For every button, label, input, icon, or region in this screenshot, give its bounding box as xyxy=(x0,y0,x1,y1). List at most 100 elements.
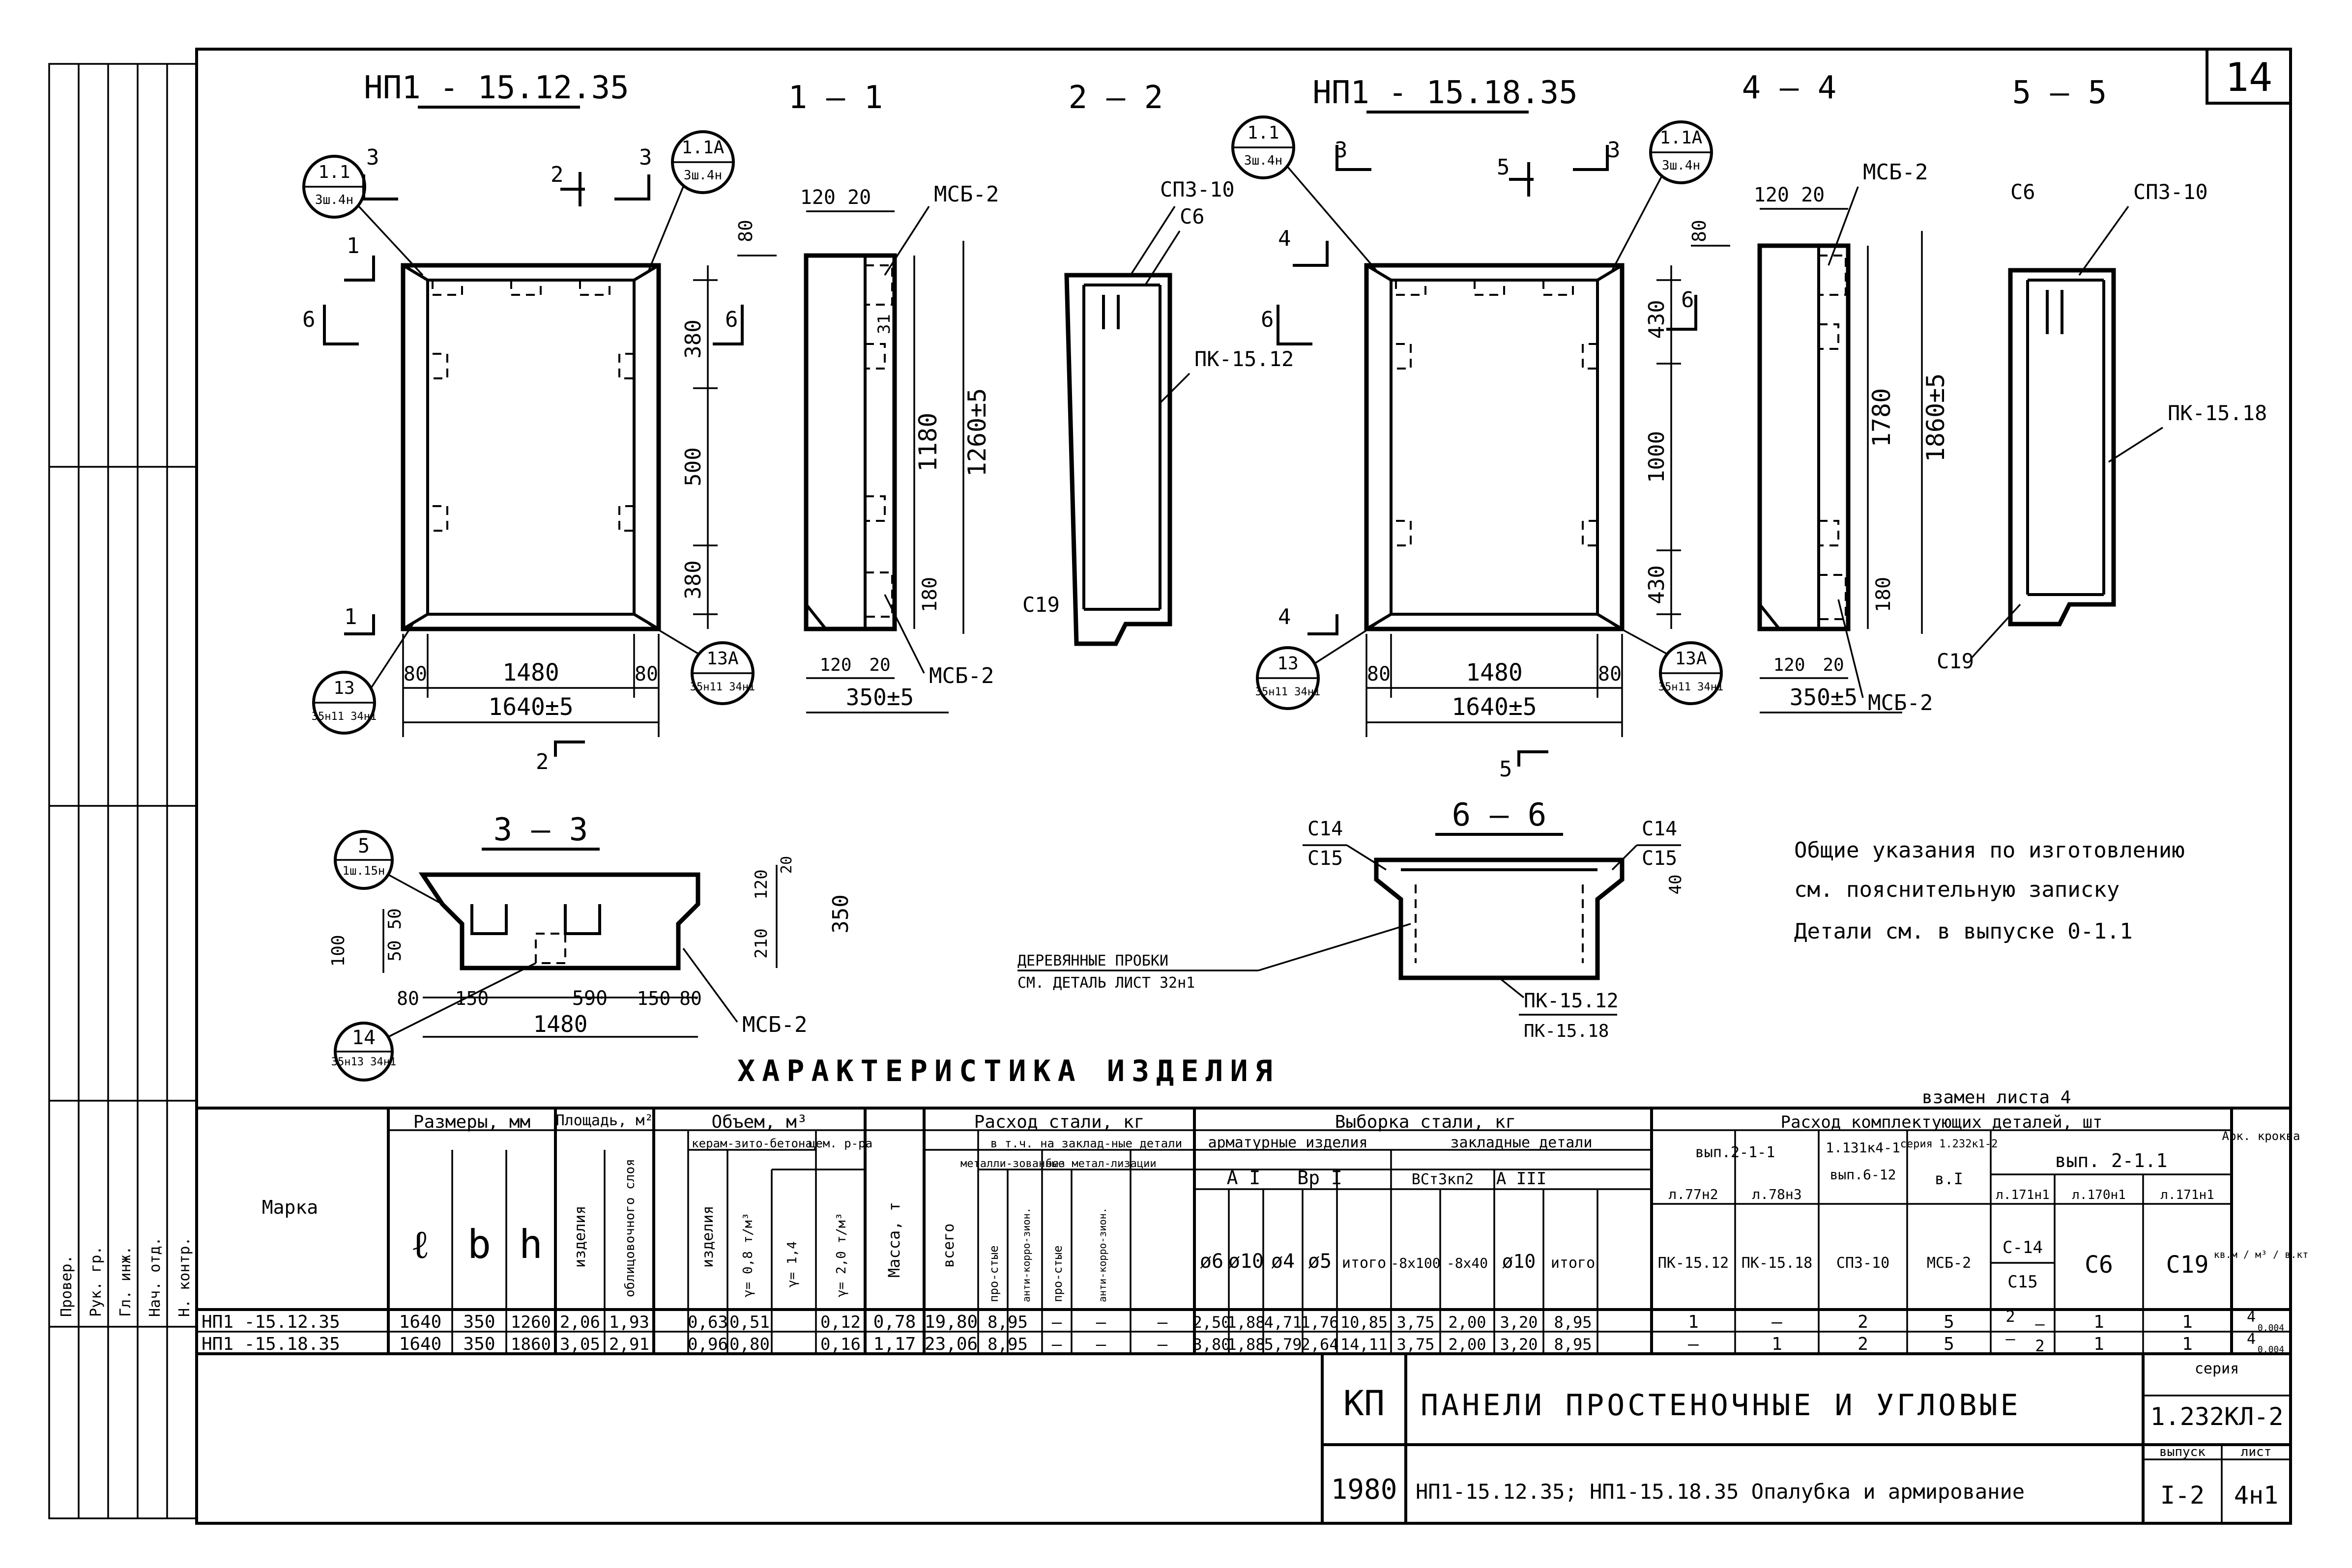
table-rows-1-c19: 1 xyxy=(2182,1334,2193,1354)
sheet-frame xyxy=(195,48,2292,1525)
table-rows-0-pl-obl: 1,93 xyxy=(609,1312,649,1332)
h-d6: ø6 xyxy=(1200,1250,1223,1273)
sec-4-4-dim-bottom-b: 20 xyxy=(1823,655,1844,675)
front-1-dim-mid: 1480 xyxy=(502,659,559,686)
section-marks-six: 6 xyxy=(302,307,316,332)
table-rows-0-pk1518: — xyxy=(1771,1312,1782,1332)
sec-5-5-label-b: СП3-10 xyxy=(2133,180,2208,204)
tb-list: 4н1 xyxy=(2234,1481,2278,1510)
h-anti2: анти-корро-зион. xyxy=(1097,1207,1108,1302)
h-cem: цем. р-ра xyxy=(809,1137,872,1150)
front-view-2: НП1 - 15.18.35 430 1000 430 80 1480 80 1… xyxy=(1231,75,1723,782)
sec-3-3-vdim-b: 210 xyxy=(752,928,771,958)
sec-4-4-top-dims: 120 20 xyxy=(1754,184,1825,206)
sec-4-4-outline xyxy=(1757,243,1851,631)
sec-1-1-dim-80: 80 xyxy=(735,220,756,242)
h-d10: ø10 xyxy=(1228,1250,1264,1273)
table-rows-0-pro: 8,95 xyxy=(987,1312,1028,1332)
section-marks-one: 1 xyxy=(347,233,360,258)
h-komplekt: Расход комплектующих деталей, шт xyxy=(1780,1112,2102,1132)
front-2-callout-tl-num: 1.1 xyxy=(1247,123,1279,143)
sec-4-4-dim-80: 80 xyxy=(1688,220,1710,242)
front-1-dim-v1: 380 xyxy=(681,319,706,358)
table-rows-1-pro2: — xyxy=(1096,1335,1106,1354)
h-78: л.78н3 xyxy=(1752,1186,1801,1202)
sec-6-6-label-pk1: ПК-15.12 xyxy=(1524,990,1619,1012)
front-1-title: НП1 - 15.12.35 xyxy=(364,70,629,106)
h-seria: серия 1.232к1-2 xyxy=(1900,1138,1998,1150)
h-itogo2: итого xyxy=(1551,1254,1595,1272)
table-rows-0-ob-ker: 0,51 xyxy=(729,1312,770,1332)
h-77: л.77н2 xyxy=(1668,1186,1718,1202)
table-rows-1-pk1512: — xyxy=(1688,1334,1699,1354)
sheet-number: 14 xyxy=(2225,55,2272,100)
sec-3-3-outline xyxy=(418,872,700,970)
table-row: НП1 -15.18.35 1640 350 1860 3,05 2,91 0,… xyxy=(202,1329,2284,1355)
table-rows-0-msb2: 5 xyxy=(1944,1312,1954,1332)
front-1-callout-bl-ref: 35н11 34н1 xyxy=(312,711,377,723)
h-oblic: облицовочного слоя xyxy=(623,1159,638,1297)
table-rows-1-obr: 4 xyxy=(2247,1331,2256,1348)
front-2-callout-tr-num: 1.1А xyxy=(1660,128,1703,148)
sec-2-2-label-a: СП3-10 xyxy=(1160,177,1235,201)
section-marks-five: 5 xyxy=(1497,155,1510,180)
front-2-dim-total: 1640±5 xyxy=(1452,693,1537,721)
front-2-callout-tr-ref: 3ш.4н xyxy=(1662,158,1700,173)
front-1-callout-bl-num: 13 xyxy=(333,678,354,698)
h-cem2: γ= 2,0 т/м³ xyxy=(834,1213,849,1297)
sec-4-4-label-top: МСБ-2 xyxy=(1863,160,1928,185)
h-vst: ВСт3кп2 xyxy=(1412,1171,1474,1188)
sec-1-1-dim-bottom-b: 20 xyxy=(869,655,890,675)
sec-2-2-label-c19: С19 xyxy=(1022,593,1060,617)
sec-5-5-title: 5 — 5 xyxy=(2012,75,2107,111)
front-1-callout-tl-ref: 3ш.4н xyxy=(315,193,353,207)
sec-3-3-dim-i: 1480 xyxy=(533,1011,588,1037)
table-rows-1-massa: 1,17 xyxy=(873,1334,916,1354)
front-2-callout-bl-num: 13 xyxy=(1277,654,1298,674)
tb-year: 1980 xyxy=(1331,1474,1397,1506)
table-rows-1-c14: — xyxy=(2005,1329,2015,1348)
sec-3-3-dim-a: 50 xyxy=(385,908,405,929)
tb-code: КП xyxy=(1343,1383,1385,1424)
table-rows-1-itogo: 14,11 xyxy=(1340,1335,1388,1354)
sec-6-6-dim-40: 40 xyxy=(1666,875,1685,895)
table-rows-0-c19: 1 xyxy=(2182,1312,2193,1332)
table-rows-0-vsego: 19,80 xyxy=(925,1312,978,1332)
h-vsego: всего xyxy=(940,1224,958,1268)
table-rows-1-ob-izd: 0,96 xyxy=(688,1335,728,1354)
sec-3-3-callout2-ref: 35н13 34н1 xyxy=(331,1056,396,1068)
section-marks-two: 2 xyxy=(536,749,549,774)
sec-2-2-title: 2 — 2 xyxy=(1069,80,1163,116)
section-marks-six: 6 xyxy=(725,307,738,332)
h-armat: арматурные изделия xyxy=(1208,1134,1367,1151)
sec-3-3-vdim-d: 20 xyxy=(778,856,795,874)
h-bezmet: без метал-лизации xyxy=(1045,1158,1156,1170)
h-c6: С6 xyxy=(2085,1251,2113,1279)
table-rows-1-c15: 2 xyxy=(2035,1337,2044,1355)
sec-3-3-dim-f: 590 xyxy=(572,987,608,1010)
front-2-callout-bl-ref: 35н11 34н1 xyxy=(1255,686,1320,698)
h-170: л.170н1 xyxy=(2072,1188,2126,1202)
table-rows-1-pk1518: 1 xyxy=(1771,1334,1782,1354)
front-2-dim-v3: 430 xyxy=(1644,565,1669,604)
sec-1-1-label-top: МСБ-2 xyxy=(934,182,999,207)
sec-6-6-title: 6 — 6 xyxy=(1452,797,1547,833)
front-1-callout-tr-ref: 3ш.4н xyxy=(684,168,722,183)
section-marks-four: 4 xyxy=(1278,604,1291,629)
h-massa: Масса, т xyxy=(885,1202,903,1278)
stamp-row-5: Провер. xyxy=(58,1255,75,1317)
table-rows-0-itogo: 10,85 xyxy=(1340,1313,1388,1332)
h-pk1512: ПК-15.12 xyxy=(1658,1254,1729,1272)
section-4-4: 4 — 4 120 20 МСБ-2 80 1780 180 1860±5 12… xyxy=(1688,70,1950,715)
h-8x100: -8х100 xyxy=(1391,1255,1440,1271)
h-marka: Марка xyxy=(262,1197,318,1218)
sec-3-3-dim-b: 100 xyxy=(328,935,348,967)
sec-1-1-label-bot: МСБ-2 xyxy=(929,663,994,688)
table-rows-1-vsego: 23,06 xyxy=(925,1334,978,1354)
sec-3-3-callout-ref: 1ш.15н xyxy=(343,864,385,878)
h-AIII: A III xyxy=(1496,1169,1546,1189)
table-rows-0-anti2: — xyxy=(1158,1312,1168,1332)
table-rows-1-h: 1860 xyxy=(511,1335,551,1354)
sec-5-5-label-pk: ПК-15.18 xyxy=(2168,401,2267,425)
stamp-row-3: Гл. инж. xyxy=(117,1246,134,1317)
